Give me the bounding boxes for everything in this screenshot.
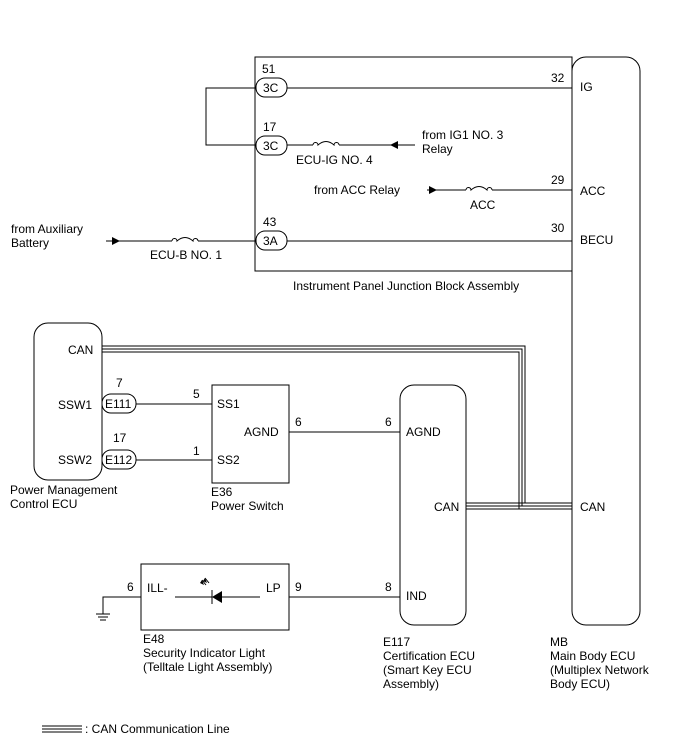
power-mgmt-term-ssw1: SSW1	[58, 398, 92, 412]
pin-43: 43	[263, 215, 277, 229]
power-mgmt-term-ssw2: SSW2	[58, 453, 92, 467]
power-switch-term-ss2: SS2	[217, 453, 240, 467]
legend-can-line-label: : CAN Communication Line	[85, 722, 230, 736]
security-light-term-ill: ILL-	[147, 581, 168, 595]
junction-block-outline	[254, 56, 573, 272]
power-switch-outline	[211, 384, 290, 484]
pin-32: 32	[551, 71, 565, 85]
main-body-ecu-term-can: CAN	[580, 500, 605, 514]
wire-ground	[102, 596, 141, 614]
pin-30: 30	[551, 221, 565, 235]
security-light-name-2: (Telltale Light Assembly)	[143, 660, 272, 674]
junction-block-label: Instrument Panel Junction Block Assembly	[293, 279, 519, 293]
fuse-ecu-b-no1	[171, 237, 199, 243]
pin-51: 51	[262, 62, 276, 76]
from-aux-battery-2: Battery	[11, 236, 49, 250]
connector-3a-label: 3A	[263, 234, 278, 248]
power-switch-pin-5: 5	[193, 387, 200, 401]
security-light-pin-6: 6	[127, 580, 134, 594]
cert-ecu-term-agnd: AGND	[406, 425, 441, 439]
pin-17-jb: 17	[263, 120, 277, 134]
pin-7: 7	[116, 376, 123, 390]
can-bus-cert-to-mb	[466, 502, 525, 510]
power-switch-pin-6: 6	[295, 415, 302, 429]
cert-ecu-name-1: Certification ECU	[383, 649, 475, 663]
connector-e111-label: E111	[105, 397, 132, 411]
power-switch-name: Power Switch	[211, 499, 284, 513]
power-switch-term-ss1: SS1	[217, 397, 240, 411]
fuse-ecu-ig-no4-label: ECU-IG NO. 4	[296, 153, 373, 167]
power-switch-term-agnd: AGND	[244, 425, 279, 439]
power-mgmt-name-2: Control ECU	[10, 497, 77, 511]
pin-29: 29	[551, 173, 565, 187]
cert-ecu-term-can: CAN	[434, 500, 459, 514]
from-aux-battery-1: from Auxiliary	[11, 222, 83, 236]
can-bus-pm-to-mb	[102, 345, 572, 510]
main-body-ecu-name-3: Body ECU)	[550, 677, 610, 691]
connector-3c-upper-label: 3C	[263, 81, 279, 95]
from-ig1-relay-2: Relay	[422, 142, 453, 156]
ground-icon	[96, 613, 110, 621]
fuse-acc	[465, 186, 493, 192]
security-light-name-1: Security Indicator Light	[143, 646, 266, 660]
from-acc-relay: from ACC Relay	[314, 183, 400, 197]
cert-ecu-name-3: Assembly)	[383, 677, 439, 691]
legend-can-line-symbol	[42, 725, 82, 733]
cert-ecu-outline	[399, 384, 467, 626]
main-body-ecu-code: MB	[550, 635, 568, 649]
pin-17-pm: 17	[113, 431, 127, 445]
main-body-ecu-name: Main Body ECU	[550, 649, 635, 663]
fuse-ecu-b-no1-label: ECU-B NO. 1	[150, 248, 222, 262]
cert-ecu-pin-6: 6	[385, 415, 392, 429]
main-body-ecu-outline	[571, 56, 641, 626]
fuse-acc-label: ACC	[470, 198, 496, 212]
security-light-term-lp: LP	[266, 581, 281, 595]
arrow-aux-battery	[112, 237, 120, 245]
security-light-code: E48	[143, 632, 165, 646]
power-switch-pin-1: 1	[193, 444, 200, 458]
from-ig1-relay-1: from IG1 NO. 3	[422, 128, 504, 142]
power-mgmt-term-can: CAN	[68, 343, 93, 357]
power-mgmt-name-1: Power Management	[10, 483, 118, 497]
wire-3c-loop	[205, 87, 256, 146]
connector-e112-label: E112	[105, 453, 132, 467]
fuse-ecu-ig-no4	[312, 141, 340, 147]
arrow-acc-relay	[429, 186, 437, 194]
security-light-pin-9: 9	[295, 580, 302, 594]
cert-ecu-name-2: (Smart Key ECU	[383, 663, 472, 677]
main-body-ecu-term-ig: IG	[580, 80, 593, 94]
cert-ecu-term-ind: IND	[406, 589, 427, 603]
cert-ecu-code: E117	[383, 635, 410, 649]
led-icon	[200, 577, 222, 604]
connector-3c-lower-label: 3C	[263, 139, 279, 153]
cert-ecu-pin-8: 8	[385, 580, 392, 594]
power-switch-code: E36	[211, 485, 233, 499]
main-body-ecu-term-becu: BECU	[580, 233, 613, 247]
main-body-ecu-term-acc: ACC	[580, 184, 606, 198]
main-body-ecu-name-2: (Multiplex Network	[550, 663, 650, 677]
arrow-ig1-relay	[390, 141, 398, 149]
